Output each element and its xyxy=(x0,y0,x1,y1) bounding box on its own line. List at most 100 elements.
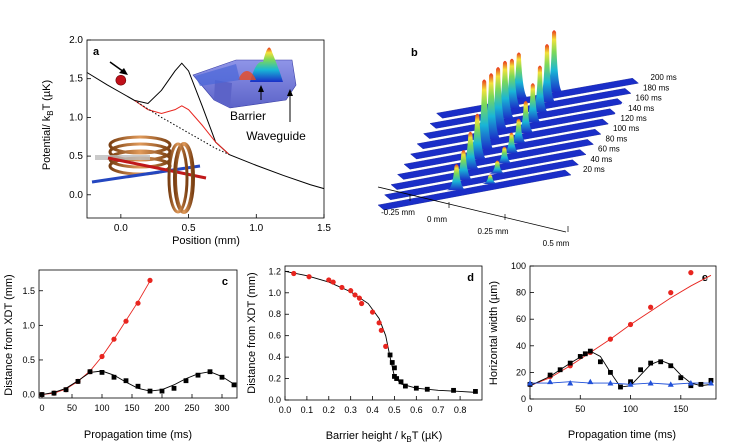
density-peak xyxy=(495,146,514,164)
y-tick-label: 60 xyxy=(516,314,526,324)
data-point xyxy=(547,372,553,378)
data-point xyxy=(567,380,574,386)
fit-line-1 xyxy=(529,350,712,388)
fit-line-1 xyxy=(41,370,235,395)
data-point xyxy=(658,359,664,365)
density-peak xyxy=(494,60,515,119)
density-peak xyxy=(481,73,502,140)
y-tick-label: 2.0 xyxy=(69,35,83,46)
data-point xyxy=(577,354,583,359)
data-point xyxy=(383,343,389,349)
data-point xyxy=(668,363,674,369)
data-point xyxy=(111,336,117,342)
x-tick-label: 100 xyxy=(94,403,109,413)
data-point xyxy=(587,378,594,385)
data-point xyxy=(111,374,117,380)
data-point xyxy=(547,378,554,385)
data-point xyxy=(159,388,165,394)
panel-d-frame xyxy=(284,265,483,401)
data-point xyxy=(567,360,573,366)
data-point xyxy=(352,292,358,298)
potential-curve-0 xyxy=(86,62,325,190)
time-label: 120 ms xyxy=(621,114,647,123)
data-point xyxy=(207,369,213,375)
surface-strip xyxy=(384,159,579,201)
surface-strip xyxy=(390,149,587,190)
x-tick-label: 100 xyxy=(623,404,638,414)
y-tick-label: 1.5 xyxy=(69,74,83,85)
y-tick-label: 0.5 xyxy=(22,355,35,365)
y-tick-label: 0.8 xyxy=(268,309,281,319)
y-tick-label: 0 xyxy=(521,394,526,404)
y-tick-label: 0.2 xyxy=(268,374,281,384)
y-tick-label: 100 xyxy=(511,261,526,271)
data-point xyxy=(618,384,623,390)
data-point xyxy=(99,353,105,360)
density-peak xyxy=(460,131,481,170)
panel-a-curves xyxy=(86,62,325,190)
time-label: 60 ms xyxy=(598,145,620,154)
panel-d-x-label: Barrier height / kBT (µK) xyxy=(326,430,443,444)
data-point xyxy=(75,378,81,384)
x-tick-label: 0.3 xyxy=(344,405,357,415)
data-point xyxy=(698,381,704,387)
density-peak xyxy=(446,164,467,191)
y-tick-label: 0.0 xyxy=(268,395,281,405)
density-peak xyxy=(508,52,529,99)
x-tick-label: 0.0 xyxy=(279,405,292,415)
data-point xyxy=(330,279,336,285)
panel-c-x-label: Propagation time (ms) xyxy=(84,429,192,441)
data-point xyxy=(473,389,478,394)
x-tick-label: 0.5 xyxy=(388,405,401,415)
panel-b-letter: b xyxy=(411,47,418,59)
x-tick-label: 0 xyxy=(527,404,532,414)
data-point xyxy=(135,300,141,306)
data-point xyxy=(627,381,634,387)
x-tick-label: 50 xyxy=(575,404,585,414)
data-point xyxy=(678,375,684,381)
data-point xyxy=(667,381,674,387)
data-point xyxy=(39,392,45,397)
data-point xyxy=(135,383,141,389)
time-label: 180 ms xyxy=(643,83,669,92)
data-point xyxy=(51,390,57,396)
data-point xyxy=(387,352,393,358)
x-tick-label: 150 xyxy=(673,404,688,414)
data-point xyxy=(688,383,694,389)
density-peak xyxy=(488,67,509,130)
density-peak xyxy=(474,79,495,150)
data-point xyxy=(231,382,237,388)
waveguide-label: Waveguide xyxy=(246,129,306,143)
x-tick-label: 1.0 xyxy=(249,223,263,234)
x-tick-label: 0.4 xyxy=(366,405,379,415)
y-tick-label: 0.5 xyxy=(69,151,83,162)
y-tick-label: 0.4 xyxy=(268,352,281,362)
surface-strip xyxy=(377,169,572,211)
data-point xyxy=(219,374,225,380)
x-tick-label: 200 xyxy=(154,403,169,413)
density-peak xyxy=(467,113,488,160)
density-peak xyxy=(530,65,549,113)
density-peak xyxy=(501,58,522,109)
data-point xyxy=(359,300,365,307)
data-point xyxy=(356,295,363,301)
data-point xyxy=(195,372,201,378)
y-tick-label: 1.0 xyxy=(268,288,281,298)
data-point xyxy=(647,380,654,386)
data-point xyxy=(348,288,354,294)
barrier-label: Barrier xyxy=(230,109,266,123)
x-tick-label: 0.5 xyxy=(182,223,196,234)
barrier-annotation: Barrier xyxy=(230,85,266,123)
data-point xyxy=(147,277,153,283)
panel-c-y-label: Distance from XDT (mm) xyxy=(3,274,15,395)
y-tick-label: 20 xyxy=(516,367,526,377)
density-peak xyxy=(509,118,528,144)
density-peak xyxy=(502,132,521,154)
